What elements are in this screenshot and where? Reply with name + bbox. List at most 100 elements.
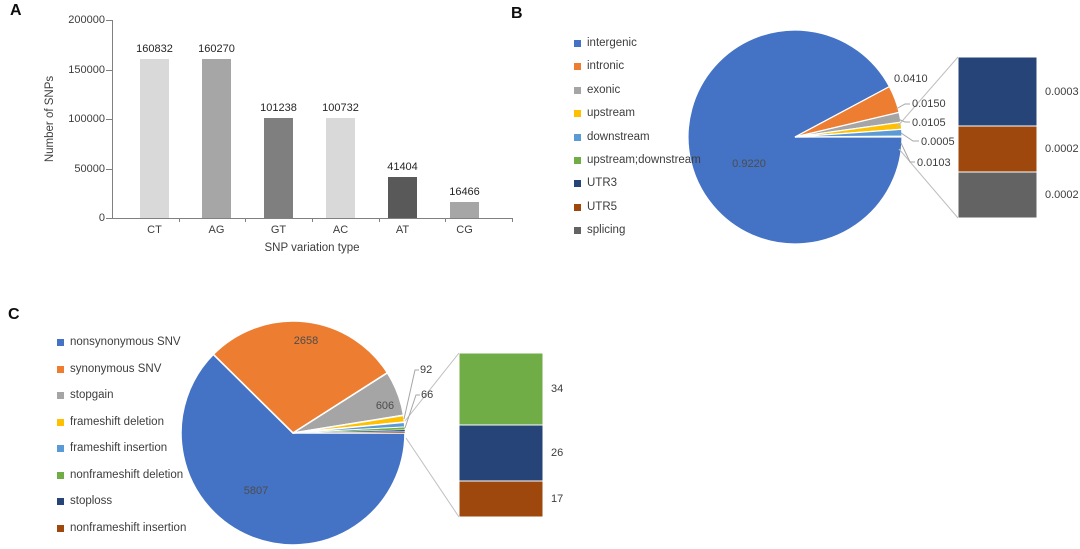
panel-b-letter: B (511, 5, 524, 22)
y-tick-label: 50000 (74, 162, 105, 175)
legend-swatch-icon (57, 445, 64, 452)
legend-swatch-icon (574, 133, 581, 141)
pie-slice-label: 606 (376, 400, 394, 412)
x-category-label: GT (270, 224, 287, 236)
legend-item-downstream: downstream (574, 131, 650, 144)
breakout-value-label: 26 (551, 447, 564, 460)
legend-label: UTR5 (587, 200, 618, 213)
legend-label: stoploss (70, 495, 113, 507)
legend-item-intronic: intronic (574, 60, 624, 73)
legend-item-frameshift-insertion: frameshift insertion (57, 442, 167, 455)
pie-slice-nonsynonymous-snv (180, 353, 406, 546)
x-axis-tick (378, 218, 380, 222)
x-axis-title: SNP variation type (264, 242, 360, 254)
panel-c-letter: C (8, 306, 21, 323)
y-axis-title: Number of SNPs (44, 75, 56, 163)
legend-swatch-icon (574, 110, 581, 118)
legend-swatch-icon (574, 86, 581, 94)
legend-swatch-icon (574, 203, 581, 211)
x-axis-tick (312, 218, 313, 222)
legend-swatch-icon (574, 227, 581, 235)
label-leader-line (404, 394, 420, 429)
pie-outside-label: 66 (421, 389, 433, 401)
y-axis-tick (106, 69, 112, 71)
bar-at (388, 177, 417, 218)
legend-item-frameshift-deletion: frameshift deletion (57, 416, 164, 429)
label-leader-line (895, 103, 910, 110)
breakout-segment-splicing (958, 172, 1037, 218)
y-axis-line (112, 20, 113, 218)
legend-label: nonframeshift deletion (70, 468, 184, 481)
bar-ac (326, 118, 355, 218)
x-axis-tick (245, 218, 247, 222)
legend-label: intergenic (587, 37, 637, 49)
legend-swatch-icon (574, 63, 581, 71)
pie-slice-nonframeshift-insertion (292, 431, 406, 434)
bar-value-label: 100732 (322, 102, 359, 115)
pie-outside-label: 92 (420, 364, 432, 376)
legend-item-intergenic: intergenic (574, 37, 637, 50)
x-axis-tick (445, 218, 447, 222)
legend-item-nonframeshift-deletion: nonframeshift deletion (57, 469, 183, 482)
breakout-value-label: 0.0003 (1045, 85, 1079, 98)
legend-label: synonymous SNV (70, 362, 162, 375)
x-axis-tick (178, 218, 180, 222)
legend-swatch-icon (574, 180, 581, 188)
breakout-connector-line (405, 437, 460, 518)
legend-swatch-icon (574, 40, 581, 47)
breakout-value-label: 17 (551, 492, 564, 505)
bar-value-label: 160832 (136, 42, 173, 55)
bar-value-label: 16466 (449, 185, 480, 198)
x-category-label: AG (208, 224, 225, 236)
y-axis-tick (106, 168, 112, 170)
legend-swatch-icon (57, 471, 64, 479)
y-tick-label: 0 (98, 212, 105, 224)
x-category-label: CT (147, 224, 162, 236)
bar-cg (450, 201, 479, 218)
y-tick-label: 100000 (68, 113, 105, 125)
legend-label: frameshift deletion (70, 415, 164, 428)
y-axis-tick (106, 20, 112, 21)
legend-swatch-icon (57, 392, 64, 399)
breakout-connector-line (896, 56, 959, 128)
breakout-value-label: 0.0002 (1045, 189, 1079, 201)
x-axis-tick (512, 218, 513, 222)
legend-swatch-icon (574, 157, 581, 164)
bar-ct (140, 58, 169, 218)
legend-item-stoploss: stoploss (57, 495, 112, 508)
label-leader-line (403, 369, 419, 420)
label-leader-line (900, 142, 915, 163)
pie-outside-label: 0.0150 (912, 98, 946, 110)
legend-label: nonsynonymous SNV (70, 336, 181, 348)
legend-item-nonsynonymous-snv: nonsynonymous SNV (57, 336, 181, 349)
x-category-label: CG (456, 224, 473, 236)
breakout-segment-nonframeshift-deletion (459, 353, 543, 426)
legend-label: stopgain (70, 389, 114, 401)
legend-label: downstream (587, 130, 650, 143)
breakout-segment-stoploss (459, 425, 543, 481)
breakout-connector-line (404, 352, 460, 422)
pie-outside-label: 0.0005 (921, 136, 955, 148)
pie-slice-synonymous-snv (212, 320, 389, 435)
legend-item-upstream: upstream (574, 107, 635, 120)
pie-outside-label: 0.0410 (894, 73, 928, 85)
legend-item-splicing: splicing (574, 224, 625, 237)
label-leader-line (897, 118, 910, 123)
breakout-segment-nonframeshift-insertion (459, 480, 543, 517)
y-axis-tick (106, 119, 112, 120)
y-axis-tick (106, 218, 112, 219)
breakout-segment-utr3 (958, 57, 1037, 126)
panel-a-letter: A (10, 2, 23, 19)
legend-swatch-icon (57, 365, 64, 373)
pie-slice-label: 0.9220 (732, 158, 766, 170)
pie-outside-label: 0.0103 (917, 157, 951, 169)
legend-swatch-icon (57, 524, 64, 532)
y-tick-label: 150000 (68, 63, 105, 76)
pie-slice-label: 5807 (244, 485, 268, 497)
bar-ag (202, 59, 231, 218)
legend-label: exonic (587, 83, 621, 96)
legend-item-utr5: UTR5 (574, 201, 617, 214)
legend-label: upstream (587, 107, 635, 120)
legend-swatch-icon (57, 418, 64, 426)
